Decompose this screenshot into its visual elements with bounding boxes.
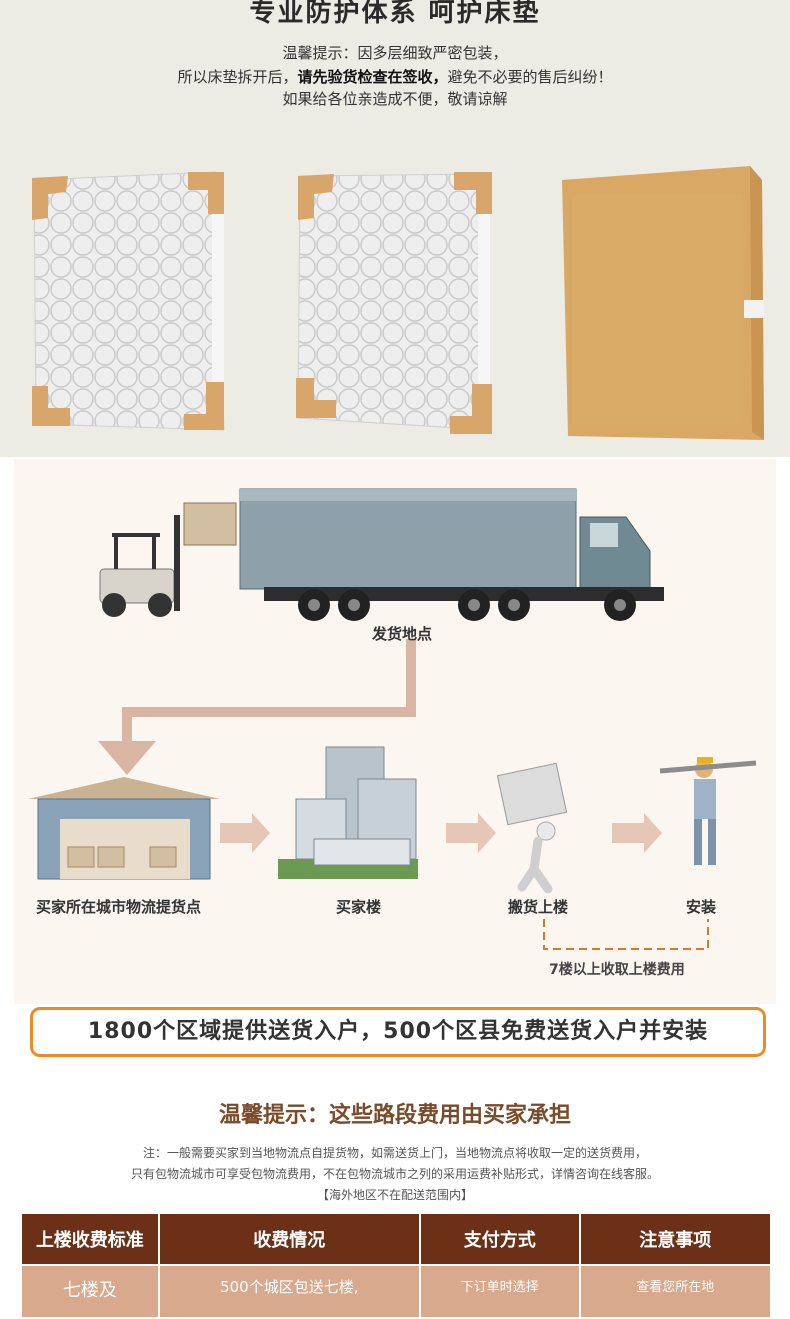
protection-section: 专业防护体系 呵护床垫 温馨提示：因多层细致严密包装， 所以床垫拆开后，请先验货…	[0, 0, 790, 457]
mattress-image-3-boxed	[558, 164, 768, 444]
flow-arrow-down	[98, 639, 416, 775]
mattress-image-2	[294, 168, 494, 438]
fees-note-1: 注：一般需要买家到当地物流点自提货物，如需送货上门，当地物流点将收取一定的送货费…	[142, 1146, 647, 1160]
delivery-coverage-banner: 1800个区域提供送货入户，500个区县免费送货入户并安装	[30, 1007, 766, 1057]
forklift-icon	[99, 502, 237, 617]
floor-fee-note: 7楼以上收取上楼费用	[549, 962, 685, 978]
floor-fee-bracket	[543, 919, 709, 950]
table-header-cell: 支付方式	[418, 1212, 581, 1266]
table-row: 七楼及 500个城区包送七楼, 下订单时选择 查看您所在地	[20, 1264, 772, 1319]
table-cell: 查看您所在地	[578, 1264, 772, 1319]
tip-line-1: 温馨提示：因多层细致严密包装，	[282, 44, 508, 62]
step-label-install: 安装	[686, 898, 717, 916]
ship-point-label: 发货地点	[372, 625, 433, 643]
fees-title: 温馨提示：这些路段费用由买家承担	[218, 1103, 571, 1128]
truck-icon	[239, 488, 664, 621]
mattress-image-1	[28, 168, 228, 438]
floor-fee-table: 上楼收费标准 收费情况 支付方式 注意事项 七楼及 500个城区包送七楼, 下订…	[20, 1212, 772, 1319]
installer-worker-icon	[659, 757, 757, 865]
fees-note-2: 只有包物流城市可享受包物流费用，不在包物流城市之列的采用运费补贴形式，详情咨询在…	[130, 1167, 659, 1181]
tip-line-2: 所以床垫拆开后，请先验货检查在签收，避免不必要的售后纠纷！	[177, 68, 613, 86]
protection-title: 专业防护体系 呵护床垫	[249, 0, 541, 28]
table-cell: 500个城区包送七楼,	[157, 1264, 421, 1319]
step-label-carry: 搬货上楼	[508, 898, 569, 916]
step-label-building: 买家楼	[336, 898, 382, 916]
delivery-flow-section: 发货地点 买家所在城市物流提货点 买家楼 搬货上楼 安装 7楼以上收取上楼费用	[14, 459, 776, 1004]
tip-line-3: 如果给各位亲造成不便，敬请谅解	[282, 90, 508, 108]
step-arrow-icon	[220, 813, 662, 853]
delivery-flow-illustration	[28, 488, 757, 950]
table-header-cell: 注意事项	[578, 1212, 772, 1266]
carrying-box-person-icon	[496, 762, 568, 894]
step-label-pickup: 买家所在城市物流提货点	[36, 898, 202, 916]
fees-note-3: 【海外地区不在配送范围内】	[316, 1188, 473, 1202]
warehouse-icon	[28, 777, 220, 880]
table-header-cell: 收费情况	[157, 1212, 421, 1266]
table-header-cell: 上楼收费标准	[20, 1212, 160, 1266]
table-cell: 下订单时选择	[418, 1264, 581, 1319]
buildings-icon	[278, 746, 418, 879]
table-cell: 七楼及	[20, 1264, 160, 1319]
table-header-row: 上楼收费标准 收费情况 支付方式 注意事项	[20, 1212, 772, 1266]
